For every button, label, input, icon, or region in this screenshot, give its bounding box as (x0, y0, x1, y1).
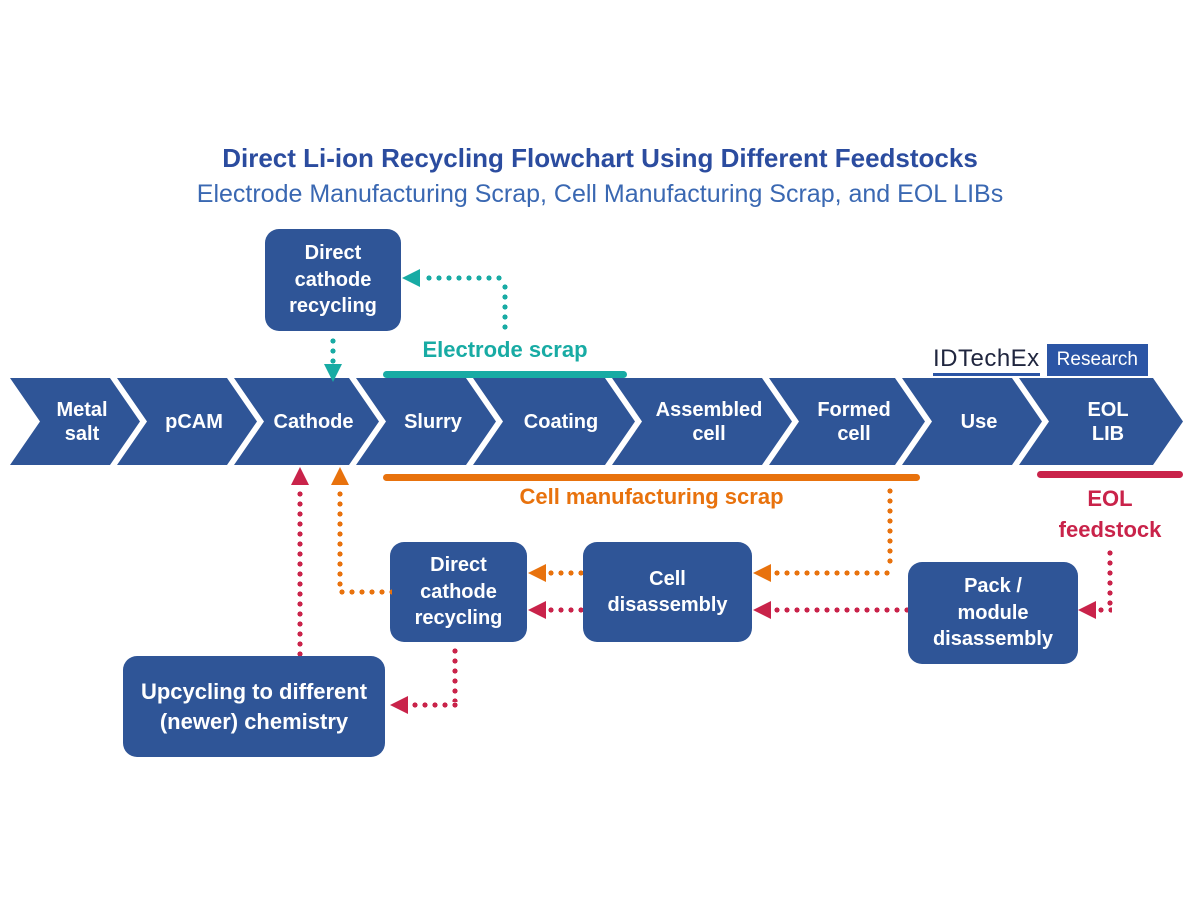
process-step-coating: Coating (473, 378, 635, 465)
crimson-dotted-rise-to-cathode (297, 489, 303, 656)
orange-dotted-exit-recycling-box (337, 589, 392, 595)
crimson-dotted-corner-to-pack (1096, 607, 1112, 613)
crimson-dotted-drop-from-recycling (452, 646, 458, 702)
direct-cathode-recycling-top-box: Direct cathode recycling (265, 229, 401, 331)
process-step-formed-cell: Formed cell (769, 378, 925, 465)
idtechex-logo: IDTechEx Research (900, 340, 1148, 376)
teal-arrowhead-into-recycling-box-icon (402, 269, 420, 287)
crimson-dotted-drop-from-eol (1107, 548, 1113, 606)
electrode-scrap-label: Electrode scrap (422, 337, 588, 362)
page-title: Direct Li-ion Recycling Flowchart Using … (222, 143, 978, 173)
orange-dotted-to-cell-disassembly (772, 570, 890, 576)
logo-brand-text: IDTechEx (932, 347, 1040, 376)
crimson-dotted-pack-to-cell (772, 607, 908, 613)
orange-arrowhead-into-cell-disassembly-icon (753, 564, 771, 582)
crimson-dotted-to-upcycling (410, 702, 458, 708)
process-step-metal-salt: Metal salt (10, 378, 140, 465)
process-step-eol-lib: EOL LIB (1019, 378, 1183, 465)
crimson-arrowhead-into-upcycling-box-icon (390, 696, 408, 714)
electrode-scrap-bracket (383, 371, 627, 378)
cell-disassembly-box: Cell disassembly (583, 542, 752, 642)
cell-scrap-label: Cell manufacturing scrap (519, 484, 784, 509)
crimson-dotted-cell-to-recycling (546, 607, 583, 613)
process-step-assembled-cell: Assembled cell (612, 378, 792, 465)
teal-dotted-horizontal (424, 275, 506, 281)
crimson-arrowhead-into-recycling-box-icon (528, 601, 546, 619)
crimson-arrowhead-into-pack-box-icon (1078, 601, 1096, 619)
teal-dotted-vertical (502, 282, 508, 332)
direct-cathode-recycling-bottom-box: Direct cathode recycling (390, 542, 527, 642)
orange-dotted-rise-to-cathode (337, 489, 343, 590)
eol-feedstock-label: EOL feedstock (1058, 486, 1162, 542)
orange-dotted-drop-from-formed-cell (887, 486, 893, 566)
teal-dotted-vertical-to-cathode (330, 336, 336, 364)
logo-division-badge: Research (1046, 344, 1148, 376)
orange-arrowhead-into-recycling-box-icon (528, 564, 546, 582)
crimson-arrowhead-into-cathode-icon (291, 467, 309, 485)
eol-feedstock-bracket (1037, 471, 1183, 478)
orange-dotted-to-recycling-box (546, 570, 583, 576)
page-subtitle: Electrode Manufacturing Scrap, Cell Manu… (196, 180, 1004, 208)
upcycling-box: Upcycling to different (newer) chemistry (123, 656, 385, 757)
crimson-arrowhead-into-cell-disassembly-icon (753, 601, 771, 619)
pack-module-disassembly-box: Pack / module disassembly (908, 562, 1078, 664)
orange-arrowhead-into-cathode-icon (331, 467, 349, 485)
cell-scrap-bracket (383, 474, 920, 481)
